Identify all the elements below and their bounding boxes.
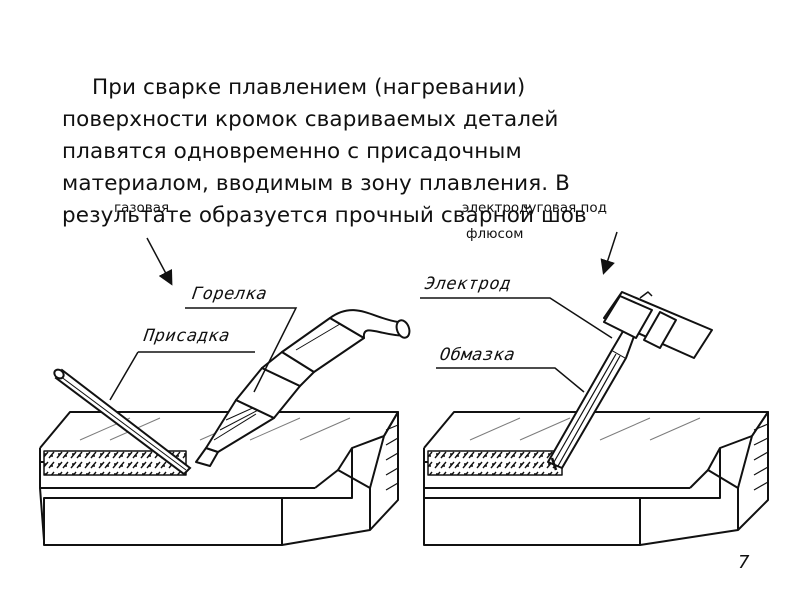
filler-label: Присадка bbox=[142, 326, 232, 346]
electrode-assembly bbox=[547, 291, 713, 471]
coating-label: Обмазка bbox=[438, 345, 517, 365]
page-number: 7 bbox=[738, 552, 750, 573]
electrode-leader bbox=[420, 297, 613, 339]
arc-welding-type-label-line2: флюсом bbox=[466, 226, 524, 242]
gas-pointer-arrow bbox=[146, 237, 173, 286]
arc-pointer-arrow bbox=[600, 231, 618, 275]
gas-torch bbox=[195, 309, 411, 467]
filler-rod bbox=[53, 368, 192, 476]
torch-leader bbox=[185, 307, 298, 393]
filler-leader bbox=[109, 351, 255, 401]
arc-welding-type-label: электродуговая под bbox=[462, 200, 607, 216]
gas-welding-type-label: газовая bbox=[114, 200, 170, 216]
coating-leader bbox=[436, 367, 585, 393]
main-paragraph: При сварке плавлением (нагревании) повер… bbox=[62, 72, 752, 232]
paragraph-line: При сварке плавлением (нагревании) bbox=[92, 75, 526, 100]
paragraph-line: плавятся одновременно с присадочным bbox=[62, 139, 522, 164]
arc-welding-workpiece bbox=[423, 411, 769, 546]
electrode-label: Электрод bbox=[423, 274, 513, 294]
paragraph-line: поверхности кромок свариваемых деталей bbox=[62, 107, 559, 132]
torch-label: Горелка bbox=[190, 284, 269, 304]
paragraph-line: результате образуется прочный сварной шо… bbox=[62, 203, 587, 228]
paragraph-line: материалом, вводимым в зону плавления. В bbox=[62, 171, 571, 196]
